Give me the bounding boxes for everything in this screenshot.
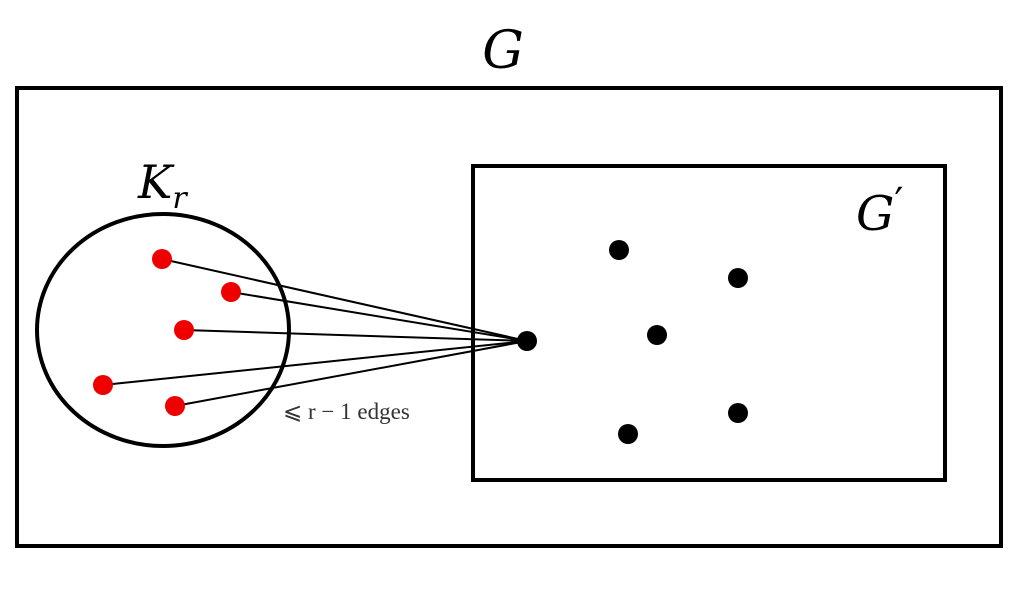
subgraph-label-prime: ′: [894, 180, 903, 226]
clique-label: Kr: [137, 155, 188, 216]
edge: [102, 340, 528, 386]
edges-annotation: ⩽ r − 1 edges: [283, 399, 410, 424]
subgraph-vertex: [728, 268, 748, 288]
subgraph-label-base: G: [856, 186, 894, 242]
clique-boundary: [35, 212, 291, 448]
subgraph-vertex: [647, 325, 667, 345]
clique-label-base: K: [137, 155, 175, 209]
subgraph-vertex: [609, 240, 629, 260]
edge: [161, 258, 528, 342]
clique-vertex: [152, 249, 172, 269]
subgraph-vertex: [728, 403, 748, 423]
edge: [230, 291, 528, 342]
clique-vertex: [174, 320, 194, 340]
subgraph-vertices: [517, 240, 748, 444]
clique-vertex: [165, 396, 185, 416]
hub-vertex: [517, 331, 537, 351]
edge: [174, 340, 528, 407]
subgraph-boundary: [471, 164, 947, 482]
clique-vertices: [93, 249, 241, 416]
clique-label-subscript: r: [172, 181, 188, 216]
subgraph-label: G′: [856, 180, 903, 242]
subgraph-vertex: [618, 424, 638, 444]
outer-graph-boundary: [15, 86, 1003, 548]
edges: [102, 258, 528, 407]
clique-vertex: [93, 375, 113, 395]
outer-graph-label: G: [482, 21, 524, 81]
edge: [183, 329, 528, 342]
clique-vertex: [221, 282, 241, 302]
